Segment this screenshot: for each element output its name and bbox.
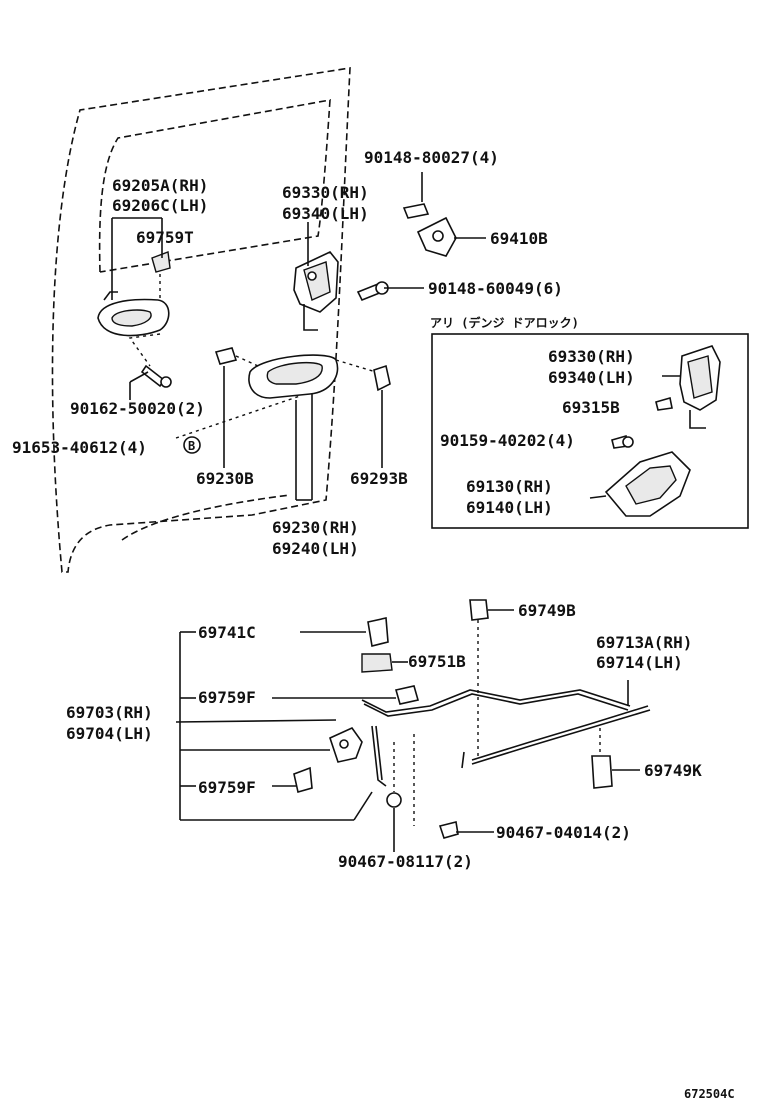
label-69703: 69703(RH) xyxy=(66,703,153,722)
label-69340-main: 69340(LH) xyxy=(282,204,369,223)
label-90162-50020: 90162-50020(2) xyxy=(70,399,205,418)
linkage-parts xyxy=(293,599,651,839)
inside-handle-part xyxy=(248,354,339,399)
door-lock-part xyxy=(293,251,339,331)
label-69315b: 69315B xyxy=(562,398,620,417)
outside-handle-part xyxy=(97,291,170,337)
label-69130: 69130(RH) xyxy=(466,477,553,496)
label-90159-40202: 90159-40202(4) xyxy=(440,431,575,450)
label-69230b: 69230B xyxy=(196,469,254,488)
label-69330-inset: 69330(RH) xyxy=(548,347,635,366)
leader-dot xyxy=(175,395,301,439)
label-90148-80027: 90148-80027(4) xyxy=(364,148,499,167)
label-69293b: 69293B xyxy=(350,469,408,488)
circle-ref-letter: B xyxy=(188,439,195,453)
bolt-90148-80027 xyxy=(402,172,430,219)
clip-69759t xyxy=(151,251,171,273)
label-69713a: 69713A(RH) xyxy=(596,633,692,652)
label-91653-40612: 91653-40612(4) xyxy=(12,438,147,457)
label-69714: 69714(LH) xyxy=(596,653,683,672)
label-69749k: 69749K xyxy=(644,761,702,780)
door-outline xyxy=(51,67,351,573)
leaders-upper xyxy=(111,217,486,501)
label-69205a: 69205A(RH) xyxy=(112,176,208,195)
label-90467-08117: 90467-08117(2) xyxy=(338,852,473,871)
label-69410b: 69410B xyxy=(490,229,548,248)
bolt-90148-60049 xyxy=(356,281,389,302)
cap-69230b xyxy=(214,347,238,365)
label-69240: 69240(LH) xyxy=(272,539,359,558)
label-69759t: 69759T xyxy=(136,228,194,247)
striker-69410b xyxy=(416,216,457,257)
label-69741c: 69741C xyxy=(198,623,256,642)
label-69340-inset: 69340(LH) xyxy=(548,368,635,387)
label-69751b: 69751B xyxy=(408,652,466,671)
leaders-lower xyxy=(175,609,640,852)
label-69140: 69140(LH) xyxy=(466,498,553,517)
label-69330-main: 69330(RH) xyxy=(282,183,369,202)
label-69749b: 69749B xyxy=(518,601,576,620)
leader-dot xyxy=(128,333,161,367)
clip-69293b xyxy=(373,364,391,398)
inset-title: アリ (デンジ ドアロック) xyxy=(430,315,579,330)
label-69206c: 69206C(LH) xyxy=(112,196,208,215)
label-69759f-upper: 69759F xyxy=(198,688,256,707)
leader-dot xyxy=(235,355,259,367)
label-69230: 69230(RH) xyxy=(272,518,359,537)
inset-box xyxy=(431,333,749,529)
label-90148-60049: 90148-60049(6) xyxy=(428,279,563,298)
leader-dot xyxy=(335,359,377,373)
screw-90162 xyxy=(140,364,172,388)
label-90467-04014: 90467-04014(2) xyxy=(496,823,631,842)
diagram-id: 672504C xyxy=(684,1087,735,1101)
label-69759f-lower: 69759F xyxy=(198,778,256,797)
label-69704: 69704(LH) xyxy=(66,724,153,743)
circle-ref-b xyxy=(183,436,201,454)
